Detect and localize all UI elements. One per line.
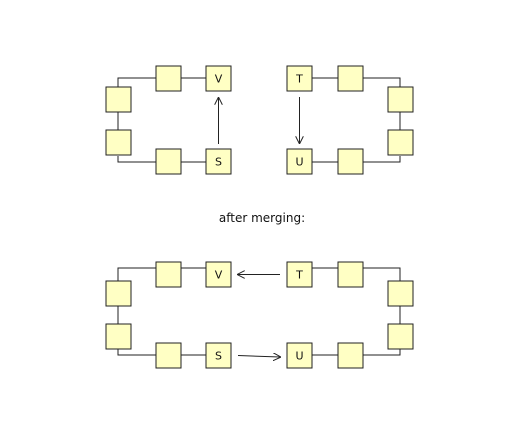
top-right-node-u <box>286 148 313 175</box>
top-right-ring: T U <box>286 65 414 175</box>
top-left-wire-bottom <box>117 156 156 163</box>
caption-after-merging: after merging: <box>219 211 305 225</box>
top-right-node-t <box>286 65 313 92</box>
merged-box-7 <box>387 323 414 350</box>
merged-box-1 <box>155 261 182 288</box>
top-node-s-label: S <box>215 156 222 169</box>
top-right-box-2 <box>387 86 414 113</box>
merged-box-4 <box>155 342 182 369</box>
top-left-box-2 <box>105 86 132 113</box>
bottom-node-t-label: T <box>295 269 303 282</box>
merged-box-5 <box>337 261 364 288</box>
top-right-wire-top <box>363 77 401 87</box>
top-left-node-v <box>205 65 232 92</box>
top-right-box-3 <box>387 129 414 156</box>
merged-box-6 <box>387 280 414 307</box>
top-right-wire-bottom <box>363 156 401 163</box>
bottom-node-v-label: V <box>215 269 223 282</box>
top-left-box-4 <box>155 148 182 175</box>
top-node-t-label: T <box>295 73 303 86</box>
top-left-node-s <box>205 148 232 175</box>
merged-box-8 <box>337 342 364 369</box>
merged-node-t <box>286 261 313 288</box>
merged-wire-bottom-left <box>117 349 156 356</box>
merged-box-2 <box>105 280 132 307</box>
bottom-arrow-s-to-u <box>237 356 280 358</box>
merged-wire-bottom-right <box>363 349 401 356</box>
merged-ring: V S T U <box>105 261 414 369</box>
merged-wire-top-right <box>363 267 401 281</box>
merged-node-s <box>205 342 232 369</box>
merged-wire-top-left <box>117 267 156 281</box>
top-right-box-4 <box>337 148 364 175</box>
top-node-u-label: U <box>295 156 303 169</box>
merged-node-u <box>286 342 313 369</box>
top-left-box-1 <box>155 65 182 92</box>
merged-node-v <box>205 261 232 288</box>
top-node-v-label: V <box>215 73 223 86</box>
top-left-ring: V S <box>105 65 232 175</box>
merged-box-3 <box>105 323 132 350</box>
bottom-node-u-label: U <box>295 350 303 363</box>
top-right-box-1 <box>337 65 364 92</box>
top-left-box-3 <box>105 129 132 156</box>
bottom-node-s-label: S <box>215 350 222 363</box>
